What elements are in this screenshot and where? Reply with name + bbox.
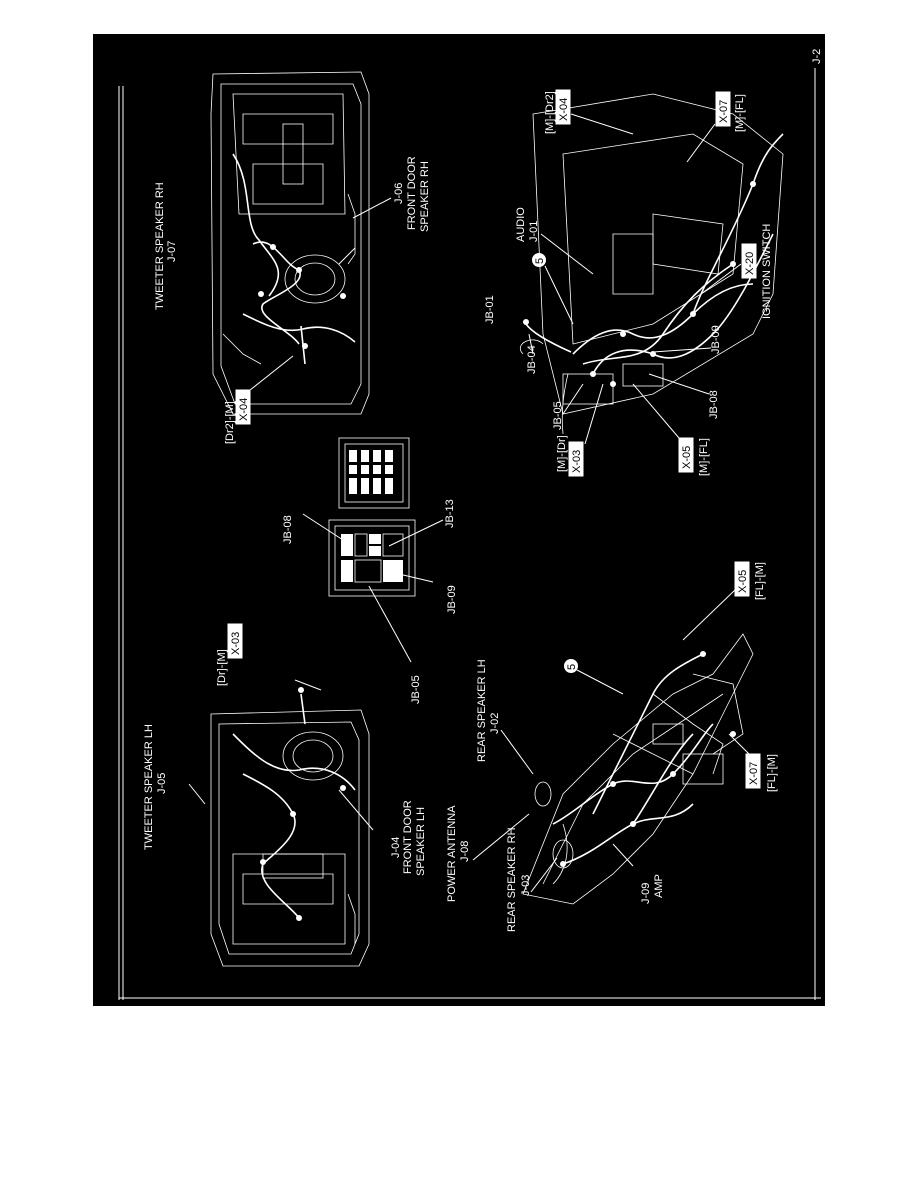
label-m-fl-a: [M]-[FL]: [734, 94, 746, 132]
label-jb05-a: JB-05: [552, 401, 564, 430]
x03-a-box: [568, 441, 584, 477]
leader-jb09-b: [398, 573, 434, 583]
instrument-panel-drawing: [520, 93, 784, 435]
leader-jb05-b: [368, 585, 412, 663]
label-x05-a: X-05: [681, 446, 693, 469]
label-jb01: JB-01: [484, 295, 496, 324]
wiring-diagram-sheet: J-2 TWEETER SPEAKER RH J-07 [Dr2]-[M] X-…: [93, 34, 825, 1006]
label-power-antenna: POWER ANTENNA: [446, 805, 458, 902]
label-jb09-a: JB-09: [710, 325, 722, 354]
marker-5-b: [564, 659, 578, 673]
marker-5-b-text: 5: [566, 664, 578, 670]
label-front-door-rh-1: FRONT DOOR: [406, 156, 418, 230]
label-x07-b: X-07: [748, 762, 760, 785]
leader-x20: [700, 263, 742, 295]
label-front-door-rh-2: SPEAKER RH: [419, 161, 431, 232]
x04-b-box: [555, 89, 571, 125]
leader-x04-b: [570, 113, 634, 135]
leader-audio: [540, 233, 594, 275]
label-jb08-b: JB-08: [282, 515, 294, 544]
label-x03-a: X-03: [571, 450, 583, 473]
leader-j03: [530, 857, 558, 893]
label-jb04: JB-04: [526, 345, 538, 374]
leader-j04: [338, 789, 374, 831]
x05-a-box: [678, 437, 694, 473]
lh-door-drawing: [210, 687, 370, 967]
rear-body-drawing: [522, 633, 754, 905]
label-fl-m-a: [FL]-[M]: [754, 562, 766, 600]
x05-b-box: [734, 561, 750, 597]
leader-x05-a: [632, 383, 680, 439]
label-j01: J-01: [528, 221, 540, 242]
leader-mark5-a: [544, 265, 574, 325]
junction-block-drawing: [328, 437, 416, 597]
label-x03-b: X-03: [230, 632, 242, 655]
label-jb08-a: JB-08: [708, 390, 720, 419]
leader-jb09-a: [652, 347, 712, 353]
label-dr2-m: [Dr2]-[M]: [224, 401, 236, 444]
label-front-door-lh-1: FRONT DOOR: [402, 800, 414, 874]
label-dr-m: [Dr]-[M]: [216, 649, 228, 686]
label-amp: AMP: [653, 874, 665, 898]
label-tweeter-rh: TWEETER SPEAKER RH: [154, 182, 166, 310]
label-x05-b: X-05: [737, 570, 749, 593]
label-jb05-b: JB-05: [410, 675, 422, 704]
label-jb09-b: JB-09: [446, 585, 458, 614]
leader-x05-b: [682, 589, 736, 641]
x04-a-box: [235, 389, 251, 425]
leader-jb08-a: [648, 373, 710, 395]
page-id: J-2: [811, 49, 823, 64]
rh-door-drawing: [210, 71, 370, 415]
leader-j08: [472, 813, 530, 861]
label-j07: J-07: [166, 241, 178, 262]
leader-jb08-b: [302, 513, 344, 541]
label-m-dr2: [M]-[Dr2]: [544, 91, 556, 134]
leader-jb05-a: [562, 383, 584, 415]
label-j02: J-02: [489, 713, 501, 734]
label-m-dr: [M]-[Dr]: [556, 435, 568, 472]
label-x20: X-20: [744, 252, 756, 275]
leader-j05: [188, 783, 206, 805]
label-rear-lh: REAR SPEAKER LH: [476, 659, 488, 762]
label-m-fl-b: [M]-[FL]: [698, 438, 710, 476]
marker-5-a: [532, 253, 546, 267]
leader-jb04: [528, 333, 534, 355]
leader-x07-a: [686, 123, 716, 163]
diagram-canvas: J-2 TWEETER SPEAKER RH J-07 [Dr2]-[M] X-…: [118, 49, 823, 1000]
label-j08: J-08: [459, 841, 471, 862]
label-x04-b: X-04: [558, 98, 570, 121]
label-x07-a: X-07: [718, 100, 730, 123]
leader-x07-b: [728, 733, 750, 755]
marker-5-a-text: 5: [534, 258, 546, 264]
label-rear-rh: REAR SPEAKER RH: [506, 827, 518, 932]
label-jb13: JB-13: [444, 499, 456, 528]
label-j04: J-04: [390, 837, 402, 858]
leader-mark5-b: [576, 669, 624, 695]
label-ignition: IGNITION SWITCH: [761, 224, 773, 319]
leader-jb13: [388, 519, 444, 547]
x07-b-box: [745, 753, 761, 789]
label-j03: J-03: [520, 875, 532, 896]
leader-j07: [338, 247, 356, 265]
leader-j02: [500, 729, 534, 775]
label-tweeter-lh: TWEETER SPEAKER LH: [143, 724, 155, 850]
leader-x03-a: [584, 383, 604, 445]
label-x04-a: X-04: [238, 398, 250, 421]
x20-box: [741, 243, 757, 279]
x07-a-box: [715, 91, 731, 127]
leader-j09: [612, 843, 634, 867]
label-j09: J-09: [640, 883, 652, 904]
x03-b-box: [227, 623, 243, 659]
leader-x03-b: [294, 679, 322, 691]
label-audio: AUDIO: [515, 207, 527, 242]
label-j05: J-05: [156, 773, 168, 794]
label-front-door-lh-2: SPEAKER LH: [415, 807, 427, 876]
label-fl-m-b: [FL]-[M]: [766, 754, 778, 792]
label-j06: J-06: [393, 183, 405, 204]
leader-j06: [352, 197, 392, 219]
